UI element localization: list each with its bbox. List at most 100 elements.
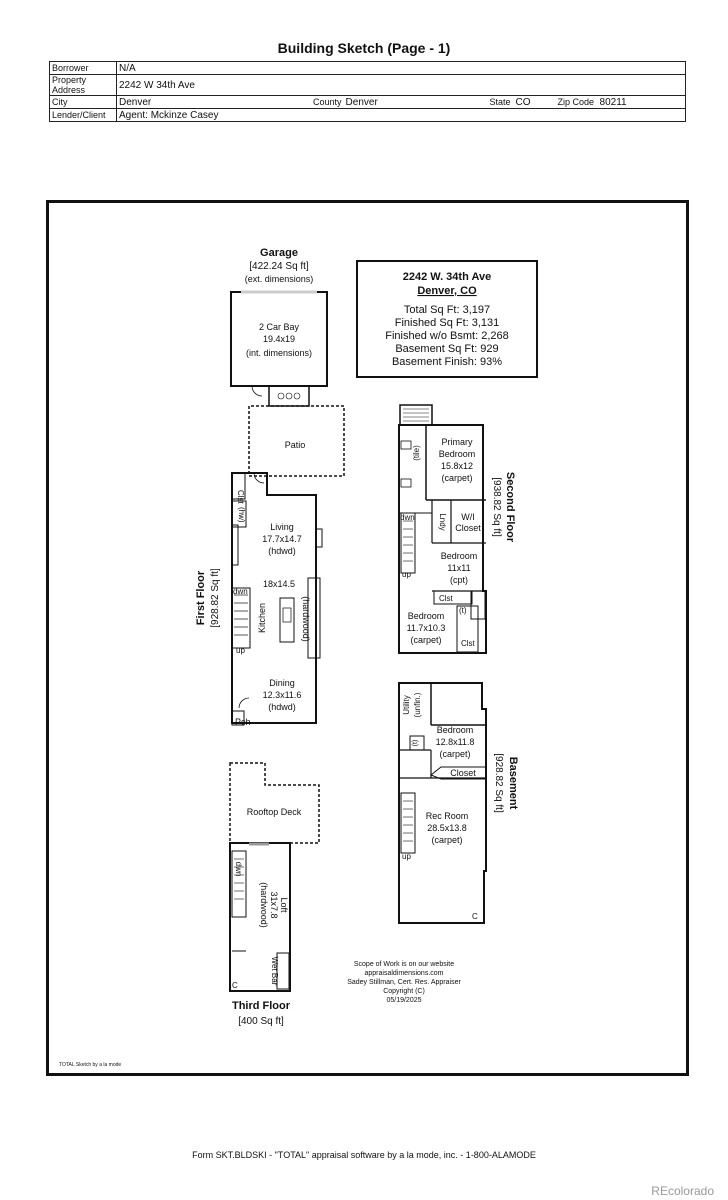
county-value: Denver xyxy=(343,95,488,109)
primary-label: Primary xyxy=(442,437,473,447)
bed3-dims: 11.7x10.3 xyxy=(407,623,446,633)
county-label: County xyxy=(311,95,344,109)
bsmt-c: C xyxy=(472,912,478,921)
first-up: up xyxy=(236,646,245,655)
garage-area: [422.24 Sq ft] xyxy=(249,261,309,272)
state-label: State xyxy=(487,95,514,109)
zip-label: Zip Code xyxy=(555,95,598,109)
bsmt-bed-label: Bedroom xyxy=(437,725,474,735)
floor-plan-svg: 2242 W. 34th Ave Denver, CO Total Sq Ft:… xyxy=(59,247,538,1068)
bsmt-up: up xyxy=(402,852,411,861)
wet-bar-label: Wet Bar xyxy=(270,957,279,986)
dining-floor: (hdwd) xyxy=(268,702,296,712)
basement-outline xyxy=(398,682,487,924)
second-t: (t) xyxy=(459,606,467,615)
primary-floor: (carpet) xyxy=(441,473,472,483)
city-value: Denver xyxy=(116,95,311,109)
summary-finished: Finished Sq Ft: 3,131 xyxy=(395,317,500,329)
rec-dims: 28.5x13.8 xyxy=(427,823,467,833)
page-title: Building Sketch (Page - 1) xyxy=(277,40,451,56)
second-floor-area: [938.82 Sq ft] xyxy=(491,477,502,537)
primary-bedroom-label: Bedroom xyxy=(439,449,476,459)
basement-closet xyxy=(430,766,487,780)
second-clst-1: Clst xyxy=(439,594,454,603)
first-clst: Clst xyxy=(236,490,245,505)
second-floor-title: Second Floor xyxy=(504,472,516,543)
garage-dims: 19.4x19 xyxy=(263,334,295,344)
note-line-5: 05/19/2025 xyxy=(386,997,421,1004)
lender-value: Agent: Mckinze Casey xyxy=(116,108,686,122)
summary-finished-wo-bsmt: Finished w/o Bsmt: 2,268 xyxy=(385,330,509,342)
bed2-floor: (cpt) xyxy=(450,575,468,585)
sketch-frame: 2242 W. 34th Ave Denver, CO Total Sq Ft:… xyxy=(46,200,689,1076)
note-line-3: Sadey Stillman, Cert. Res. Appraiser xyxy=(347,979,461,986)
summary-address: 2242 W. 34th Ave xyxy=(403,271,491,283)
rooftop-deck-label: Rooftop Deck xyxy=(247,807,302,817)
lender-label: Lender/Client xyxy=(49,108,117,122)
kitchen-floor: (hardwood) xyxy=(301,596,311,642)
dining-label: Dining xyxy=(269,678,295,688)
loft-floor: (hardwood) xyxy=(259,882,269,928)
bed2-dims: 11x11 xyxy=(447,563,470,573)
borrower-value: N/A xyxy=(116,61,686,75)
bsmt-closet: Closet xyxy=(450,768,476,778)
garage-planter xyxy=(268,385,310,407)
rec-floor: (carpet) xyxy=(431,835,462,845)
bsmt-bed-floor: (carpet) xyxy=(439,749,470,759)
summary-total: Total Sq Ft: 3,197 xyxy=(404,304,490,316)
kitchen-dims: 18x14.5 xyxy=(263,579,295,589)
loft-dims: 31x7.8 xyxy=(269,891,279,918)
kitchen-label: Kitchen xyxy=(257,603,267,633)
loft-label: Loft xyxy=(279,897,289,913)
note-line-1: Scope of Work is on our website xyxy=(354,961,454,968)
patio-outline xyxy=(248,405,345,477)
garage-title: Garage xyxy=(260,247,298,259)
living-floor: (hdwd) xyxy=(268,546,296,556)
primary-dims: 15.8x12 xyxy=(441,461,473,471)
bsmt-bed-dims: 12.8x11.8 xyxy=(436,737,475,747)
zip-value: 80211 xyxy=(597,95,686,109)
bsmt-t: (t) xyxy=(412,740,419,747)
bed3-floor: (carpet) xyxy=(410,635,441,645)
brand-watermark: REcolorado xyxy=(651,1184,714,1198)
garage-int: (int. dimensions) xyxy=(246,348,312,358)
second-clst-2: Clst xyxy=(461,639,476,648)
first-pch: Pch xyxy=(235,717,251,727)
utility-label: Utility xyxy=(402,695,411,715)
second-up: up xyxy=(402,570,411,579)
borrower-label: Borrower xyxy=(49,61,117,75)
note-line-2: appraisaldimensions.com xyxy=(365,970,444,977)
second-lndy: Lndy xyxy=(438,513,447,530)
summary-basement: Basement Sq Ft: 929 xyxy=(395,343,498,355)
address-label: Property Address xyxy=(49,74,117,96)
basement-area: [928.82 Sq ft] xyxy=(493,753,504,813)
address-value: 2242 W 34th Ave xyxy=(116,74,686,96)
summary-box xyxy=(356,260,538,378)
second-dwn: dwn xyxy=(400,513,415,522)
third-dwn: dwn xyxy=(234,862,243,877)
third-floor-title: Third Floor xyxy=(232,1000,291,1012)
summary-city: Denver, CO xyxy=(417,285,477,297)
third-floor-area: [400 Sq ft] xyxy=(238,1016,284,1027)
living-dims: 17.7x14.7 xyxy=(262,534,302,544)
rec-label: Rec Room xyxy=(426,811,469,821)
wi-label: W/I xyxy=(461,512,475,522)
note-line-4: Copyright (C) xyxy=(383,988,425,995)
utility-unfin: (unfin.) xyxy=(413,692,422,717)
basement-title: Basement xyxy=(507,757,519,810)
third-c: C xyxy=(232,981,238,990)
header-table: Borrower N/A Property Address 2242 W 34t… xyxy=(49,61,686,122)
form-footer: Form SKT.BLDSKI - "TOTAL" appraisal soft… xyxy=(192,1150,536,1160)
dining-dims: 12.3x11.6 xyxy=(263,690,302,700)
first-dwn: dwn xyxy=(233,587,248,596)
patio-label: Patio xyxy=(285,440,306,450)
corner-note: TOTAL Sketch by a la mode xyxy=(59,1062,121,1068)
first-floor-title: First Floor xyxy=(195,570,207,625)
rooftop-deck-outline xyxy=(229,762,320,844)
garage-bay: 2 Car Bay xyxy=(259,322,300,332)
city-label: City xyxy=(49,95,117,109)
bed2-label: Bedroom xyxy=(441,551,478,561)
wi-closet: Closet xyxy=(455,523,481,533)
state-value: CO xyxy=(513,95,556,109)
second-tile: (tile) xyxy=(412,445,421,461)
